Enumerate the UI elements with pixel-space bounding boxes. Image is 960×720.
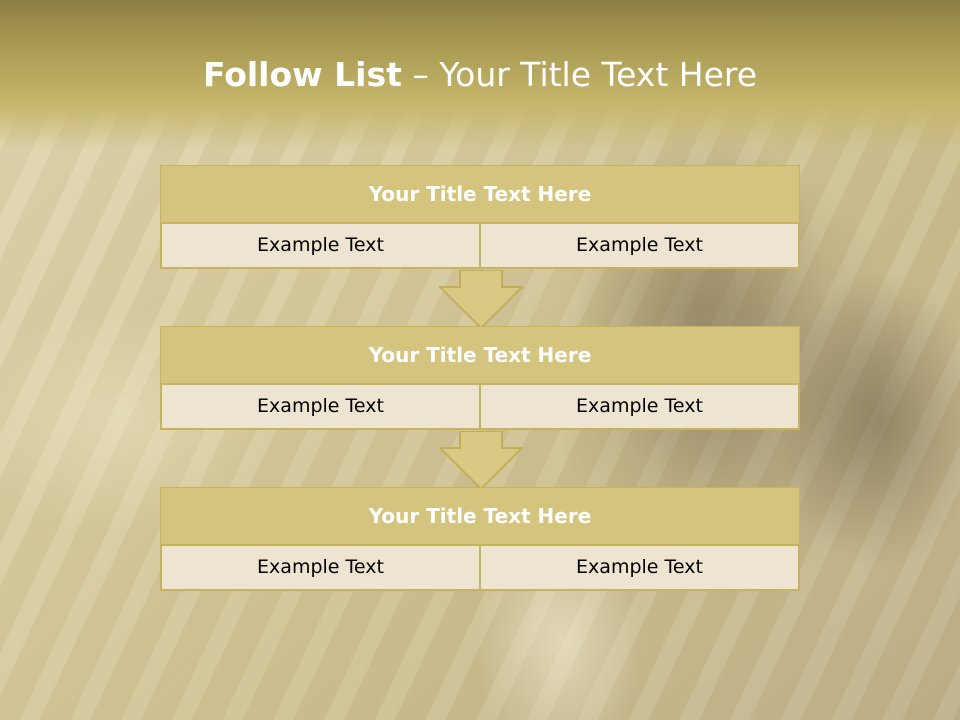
block-cell-right: Example Text <box>479 383 800 430</box>
block-cell-left: Example Text <box>160 222 481 269</box>
block-title: Your Title Text Here <box>160 326 800 384</box>
block-cell-right: Example Text <box>479 222 800 269</box>
block-cell-left: Example Text <box>160 544 481 591</box>
slide-title-rest: – Your Title Text Here <box>401 55 758 94</box>
list-block-1: Your Title Text Here Example Text Exampl… <box>160 165 800 272</box>
list-block-3: Your Title Text Here Example Text Exampl… <box>160 487 800 594</box>
list-block-2: Your Title Text Here Example Text Exampl… <box>160 326 800 433</box>
block-title: Your Title Text Here <box>160 487 800 545</box>
block-cell-left: Example Text <box>160 383 481 430</box>
slide-title: Follow List – Your Title Text Here <box>0 52 960 98</box>
header-band <box>0 0 960 150</box>
block-cell-right: Example Text <box>479 544 800 591</box>
block-title: Your Title Text Here <box>160 165 800 223</box>
down-arrow-icon <box>439 270 523 330</box>
down-arrow-icon <box>439 431 523 491</box>
slide-title-bold: Follow List <box>202 55 402 94</box>
